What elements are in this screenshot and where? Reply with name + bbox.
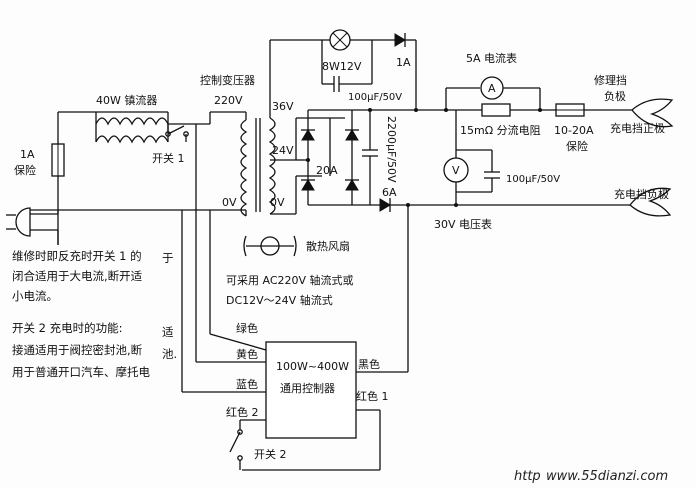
fuse-big-label: 保险 [566,139,588,153]
controller-box [265,341,357,439]
fan-note-1: 可采用 AC220V 轴流式或 [226,273,354,287]
note-1-line-2: 闭合适用于大电流,断开适 [12,269,143,283]
control-transformer [240,117,276,217]
wire-red1-label: 红色 1 [356,389,389,403]
fuse-1a-label: 保险 [14,163,36,177]
cap-small-label: 100μF/50V [348,92,402,103]
clip-negative [629,187,672,217]
capacitor-2200uf [362,110,378,205]
ballast-coil [95,112,169,144]
note-2-clip-a: 适 [162,325,174,339]
fuse-1a-rating: 1A [20,148,35,161]
note-2-line-1: 开关 2 充电时的功能: [12,321,123,335]
clip-pos-label: 充电挡正极 [610,121,665,135]
shunt-label: 15mΩ 分流电阻 [460,123,541,137]
fuse-10-20a [555,103,585,117]
wire-blue-label: 蓝色 [236,377,258,391]
svg-text:V: V [452,164,460,177]
wire-black-label: 黑色 [358,357,380,371]
svg-text:A: A [488,82,496,95]
indicator-lamp [329,29,351,51]
diode-6a-label: 6A [382,186,397,199]
note-1-clip: 于 [162,251,174,265]
capacitor-meter [484,150,500,192]
bridge-rectifier [296,109,359,206]
capacitor-small [333,76,340,92]
fan-note-2: DC12V～24V 轴流式 [226,293,333,307]
clip-neg-label: 充电挡负极 [614,187,669,201]
transformer-label: 控制变压器 [200,73,255,87]
cap-big-label: 2200μF/50V [385,116,398,183]
controller-model: 100W~400W [276,360,349,373]
note-2-clip-b: 池. [162,347,177,361]
fuse-1a [51,143,65,177]
fuse-big-rating: 10-20A [554,124,594,137]
switch-1[interactable] [165,125,189,137]
secondary-0v: 0V [270,196,285,209]
voltmeter: V [443,157,469,183]
note-1-line-3: 小电流。 [12,289,58,303]
ammeter: A [480,76,504,100]
shunt-resistor [481,103,511,117]
secondary-24v: 24V [272,144,294,157]
primary-220v: 220V [214,94,243,107]
voltmeter-label: 30V 电压表 [434,217,492,231]
clip-pos-title-1: 修理挡 [594,73,627,87]
secondary-36v: 36V [272,100,294,113]
wire-red2-label: 红色 2 [226,405,259,419]
controller-name: 通用控制器 [280,381,335,395]
switch-2[interactable] [229,429,243,461]
note-2-line-3: 用于普通开口汽车、摩托电 [12,365,150,379]
watermark-prefix: http [514,469,541,484]
switch-1-label: 开关 1 [152,151,185,165]
fan-icon [243,235,297,257]
switch-2-label: 开关 2 [254,447,287,461]
primary-0v: 0V [222,196,237,209]
wire-green-label: 绿色 [236,321,258,335]
watermark-url: www.55dianzi.com [546,469,668,484]
note-1-line-1: 维修时即反充时开关 1 的 [12,249,142,263]
clip-positive [631,98,674,128]
clip-pos-title-2: 负极 [604,89,626,103]
note-2-line-2: 接通适用于阀控密封池,断 [12,343,143,357]
diode-1a [394,33,406,47]
wire-yellow-label: 黄色 [236,347,258,361]
bridge-20a-label: 20A [316,164,338,177]
diode-1a-label: 1A [396,56,411,69]
diode-6a [379,198,391,212]
mains-plug [6,207,31,237]
ballast-label: 40W 镇流器 [96,93,157,107]
cap-meter-label: 100μF/50V [506,174,560,185]
fan-label: 散热风扇 [306,239,350,253]
lamp-label: 8W12V [322,60,362,73]
ammeter-label: 5A 电流表 [466,51,517,65]
